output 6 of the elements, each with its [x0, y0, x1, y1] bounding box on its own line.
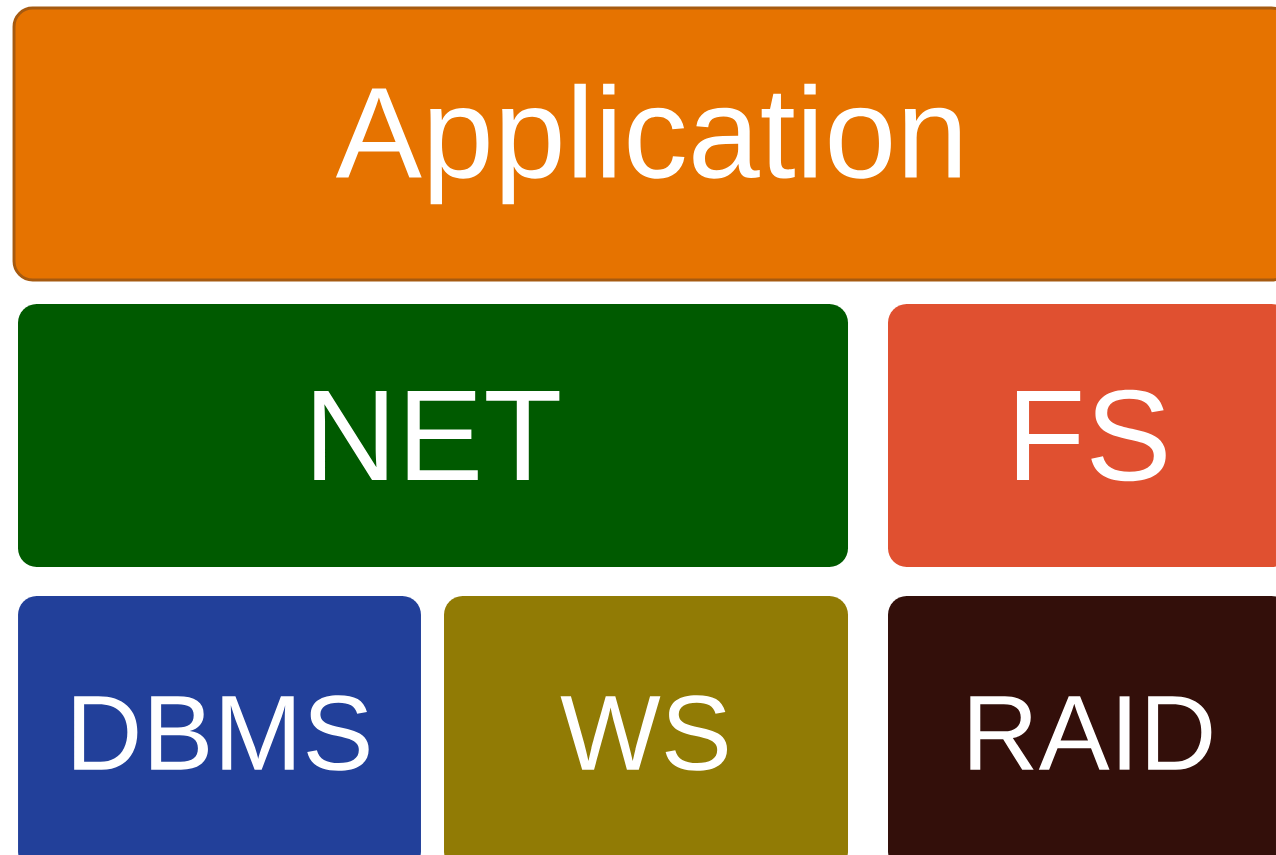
- layer-box: RAID: [888, 596, 1276, 855]
- layer-box: DBMS: [18, 596, 421, 855]
- layer-box: Application: [12, 6, 1276, 282]
- layer-box: FS: [888, 304, 1276, 567]
- layer-box: WS: [444, 596, 848, 855]
- layer-box: NET: [18, 304, 848, 567]
